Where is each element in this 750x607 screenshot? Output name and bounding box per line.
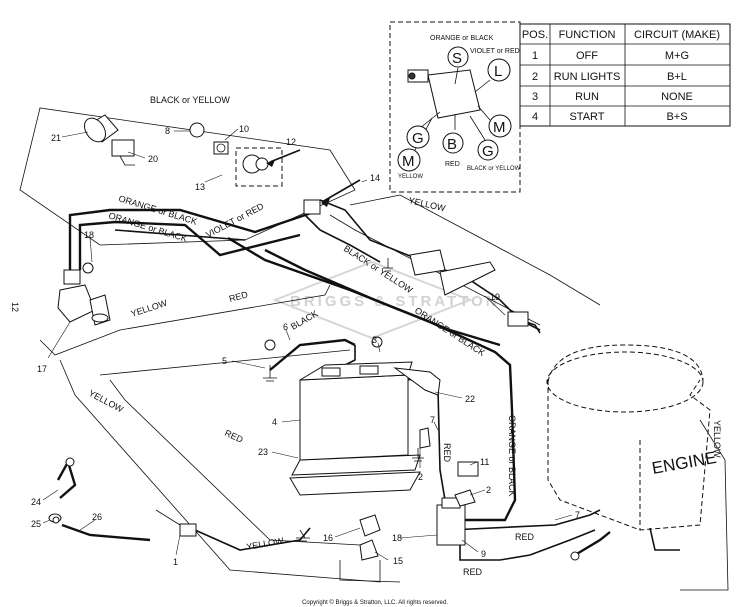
detail-top-label: ORANGE or BLACK [430,35,494,42]
label-yellow-right: YELLOW [712,420,722,458]
callout-11: 11 [480,457,489,467]
detail-right-label: VIOLET or RED [470,48,520,55]
callout-24: 24 [31,497,41,507]
headlight-assembly [84,114,135,166]
callout-7-upper: 7 [430,415,435,425]
label-black-or-yellow-top: BLACK or YELLOW [150,95,230,105]
callout-19: 19 [490,292,500,302]
terminal-b [442,132,464,154]
terminal-m-right [488,114,512,138]
label-red-mid: RED [223,428,245,445]
callout-18-upper: 18 [84,230,94,240]
terminal-g-left-letter: G [412,130,424,147]
callout-21: 21 [51,133,61,143]
callout-20: 20 [148,154,158,164]
callout-13: 13 [195,182,205,192]
terminal-m-right-letter: M [493,119,506,136]
callout-2-lower: 2 [486,485,491,495]
watermark: BRIGGS & STRATTON [272,260,500,340]
key-switch-parts [189,122,301,187]
function-table: POS. FUNCTION CIRCUIT (MAKE) 1 OFF M+G 2… [519,23,731,127]
label-red-lower: RED [515,532,535,542]
terminal-b-letter: B [447,136,457,153]
table-cell: OFF [576,50,598,62]
label-red-vertical: RED [442,443,452,463]
label-yellow-left: YELLOW [130,298,169,319]
solenoid [359,427,479,561]
terminal-s-letter: S [452,50,462,67]
callout-26: 26 [92,512,102,522]
callout-12-left: 12 [10,302,20,312]
table-cell: RUN [575,91,599,103]
callout-1: 1 [173,557,178,567]
label-yellow-bottom: YELLOW [246,536,285,552]
callout-23: 23 [258,447,268,457]
callout-6: 6 [283,322,288,332]
left-bracket [57,262,111,326]
callout-25: 25 [31,519,41,529]
callout-4: 4 [272,417,277,427]
callout-numbers: 21 8 10 12 20 13 14 18 12 17 6 3 5 19 22… [10,124,580,567]
callout-17: 17 [37,364,47,374]
callout-22: 22 [465,394,475,404]
table-cell: 2 [532,71,538,83]
table-cell: 1 [532,50,538,62]
callout-2-upper: 2 [418,472,423,482]
callout-12: 12 [286,137,296,147]
copyright-notice: Copyright © Briggs & Stratton, LLC. All … [302,599,448,606]
label-yellow-top: YELLOW [408,195,447,213]
detail-red-label: RED [445,161,460,168]
terminal-m-left [397,148,421,172]
table-cell: NONE [661,91,693,103]
watermark-text: BRIGGS & STRATTON [290,293,500,310]
callout-9: 9 [481,549,486,559]
table-header-pos: POS. [522,29,548,41]
label-orange-or-black-vertical: ORANGE or BLACK [507,415,517,497]
table-cell: M+G [665,50,689,62]
detail-yellow-label: YELLOW [398,174,423,180]
callout-8: 8 [165,126,170,136]
connector-14 [303,179,361,215]
callout-18-lower: 18 [392,533,402,543]
label-red-upper: RED [228,289,249,304]
terminal-l [487,58,511,82]
label-orange-or-black-3: ORANGE or BLACK [413,305,487,358]
callout-15: 15 [393,556,403,566]
callout-5: 5 [222,356,227,366]
callout-leaders [42,128,573,561]
terminal-s [447,46,469,68]
battery [264,336,441,496]
terminal-g-right-letter: G [482,143,494,160]
callout-16: 16 [323,533,333,543]
terminal-g-right [477,139,499,161]
table-cell: 3 [532,91,538,103]
terminal-l-letter: L [494,63,502,80]
table-cell: 4 [532,111,538,123]
detail-bottom-right-label: BLACK or YELLOW [467,166,521,172]
callout-10: 10 [239,124,249,134]
callout-3: 3 [372,335,377,345]
label-yellow-lower-left: YELLOW [87,388,125,415]
table-cell: RUN LIGHTS [554,71,621,83]
table-cell: B+S [666,111,687,123]
table-cell: START [569,111,604,123]
loose-cables [48,457,310,542]
table-header-circuit: CIRCUIT (MAKE) [634,29,720,41]
label-red-bottom: RED [463,567,483,577]
ground-symbols [263,365,424,462]
terminal-g-left [406,125,430,149]
label-engine: ENGINE [650,448,717,478]
ground-bracket [383,249,529,327]
terminal-m-left-letter: M [402,153,415,170]
engine: ENGINE [546,344,718,561]
callout-14: 14 [370,173,380,183]
switch-detail: ORANGE or BLACK VIOLET or RED S L G B M … [389,21,521,193]
callout-7-lower: 7 [575,510,580,520]
frame-outlines [19,107,729,591]
table-cell: B+L [667,71,687,83]
table-header-function: FUNCTION [559,29,616,41]
